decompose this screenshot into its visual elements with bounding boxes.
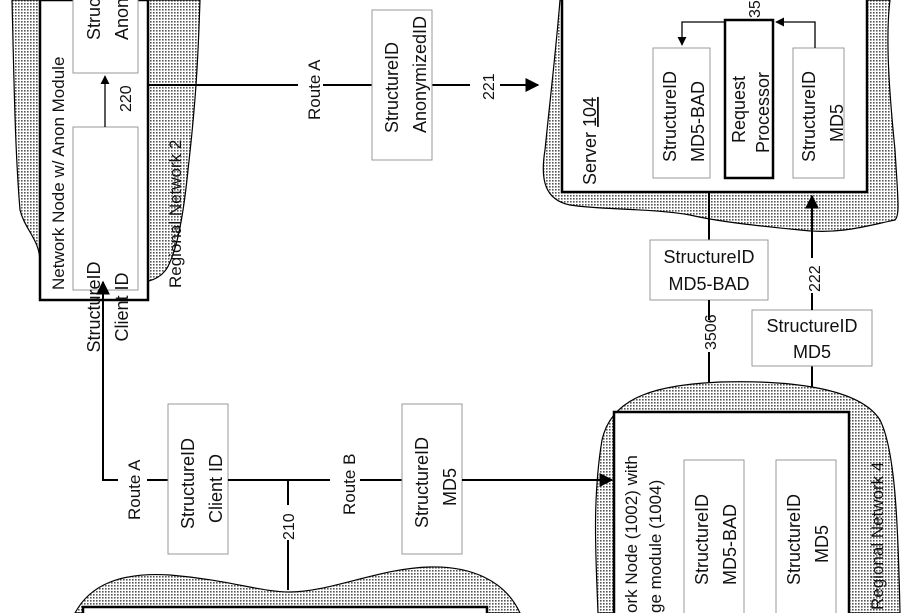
md5-message-line1: StructureID [766, 316, 857, 336]
md5-message-box [751, 309, 873, 367]
server-ref: 104 [580, 97, 600, 127]
anonymized-message-line2: AnonymizedID [410, 16, 430, 133]
server-label-prefix: Server [580, 127, 600, 185]
regional-network-2-label: Regional Network 2 [166, 140, 185, 288]
client-id-box-line2: Client ID [112, 272, 132, 341]
anonymized-id-box [72, 0, 139, 74]
md5-bad-message-line2: MD5-BAD [668, 274, 749, 294]
ref-210: 210 [281, 513, 298, 540]
ref-3506: 3506 [703, 314, 720, 350]
route-a-top-label: Route A [305, 59, 324, 120]
md5-bad-message-line1: StructureID [663, 247, 754, 267]
server-md5-bad-box [652, 47, 711, 179]
route-a-bottom-line [96, 280, 118, 481]
route-a-bottom-label: Route A [125, 459, 144, 520]
server-md5-box [792, 47, 845, 179]
md5-route-b-line2: MD5 [440, 468, 460, 506]
client-id-box [72, 126, 139, 291]
rn4-md5-box [775, 459, 837, 613]
rn4-md5-line2: MD5 [812, 525, 832, 563]
anon-box-line2: AnonymizedID [112, 0, 132, 40]
client-id-message-line1: StructureID [178, 438, 198, 529]
client-id-message-line2: Client ID [206, 454, 226, 523]
ref-221: 221 [481, 73, 498, 100]
ref-220: 220 [118, 85, 135, 112]
origin-network-cloud [74, 566, 521, 613]
anon-box-line1: StructureID [84, 0, 104, 40]
rn4-md5-bad-line2: MD5-BAD [720, 504, 740, 585]
server-label: Server 104 [580, 97, 600, 185]
request-processor-line1: Request [729, 76, 749, 143]
rn4-md5-bad-line1: StructureID [692, 494, 712, 585]
client-id-box-line1: StructureID [84, 261, 104, 352]
md5-route-b-box [401, 403, 463, 555]
md5-message-line2: MD5 [793, 342, 831, 362]
ref-35xx: 35 [747, 0, 764, 18]
request-processor-line2: Processor [753, 72, 773, 153]
server-md5-bad-line2: MD5-BAD [688, 81, 708, 162]
rn4-md5-bad-box [683, 459, 745, 613]
regional-network-4-label: Regional Network 4 [868, 462, 887, 610]
route-b-label: Route B [340, 454, 359, 515]
server-md5-line2: MD5 [827, 104, 847, 142]
network-node-1002-title-line1: ork Node (1002) with [622, 455, 641, 613]
request-processor-box [723, 18, 775, 180]
anonymized-message-box [371, 9, 433, 161]
network-node-anon-title: Network Node w/ Anon Module [49, 57, 68, 290]
network-node-1002-title-line2: ge module (1004) [646, 480, 665, 613]
origin-node-box [81, 605, 489, 613]
anonymized-message-line1: StructureID [382, 42, 402, 133]
md5-route-b-line1: StructureID [412, 437, 432, 528]
rn4-md5-line1: StructureID [784, 494, 804, 585]
server-md5-line1: StructureID [799, 71, 819, 162]
server-md5-bad-line1: StructureID [660, 71, 680, 162]
ref-222: 222 [807, 265, 824, 292]
